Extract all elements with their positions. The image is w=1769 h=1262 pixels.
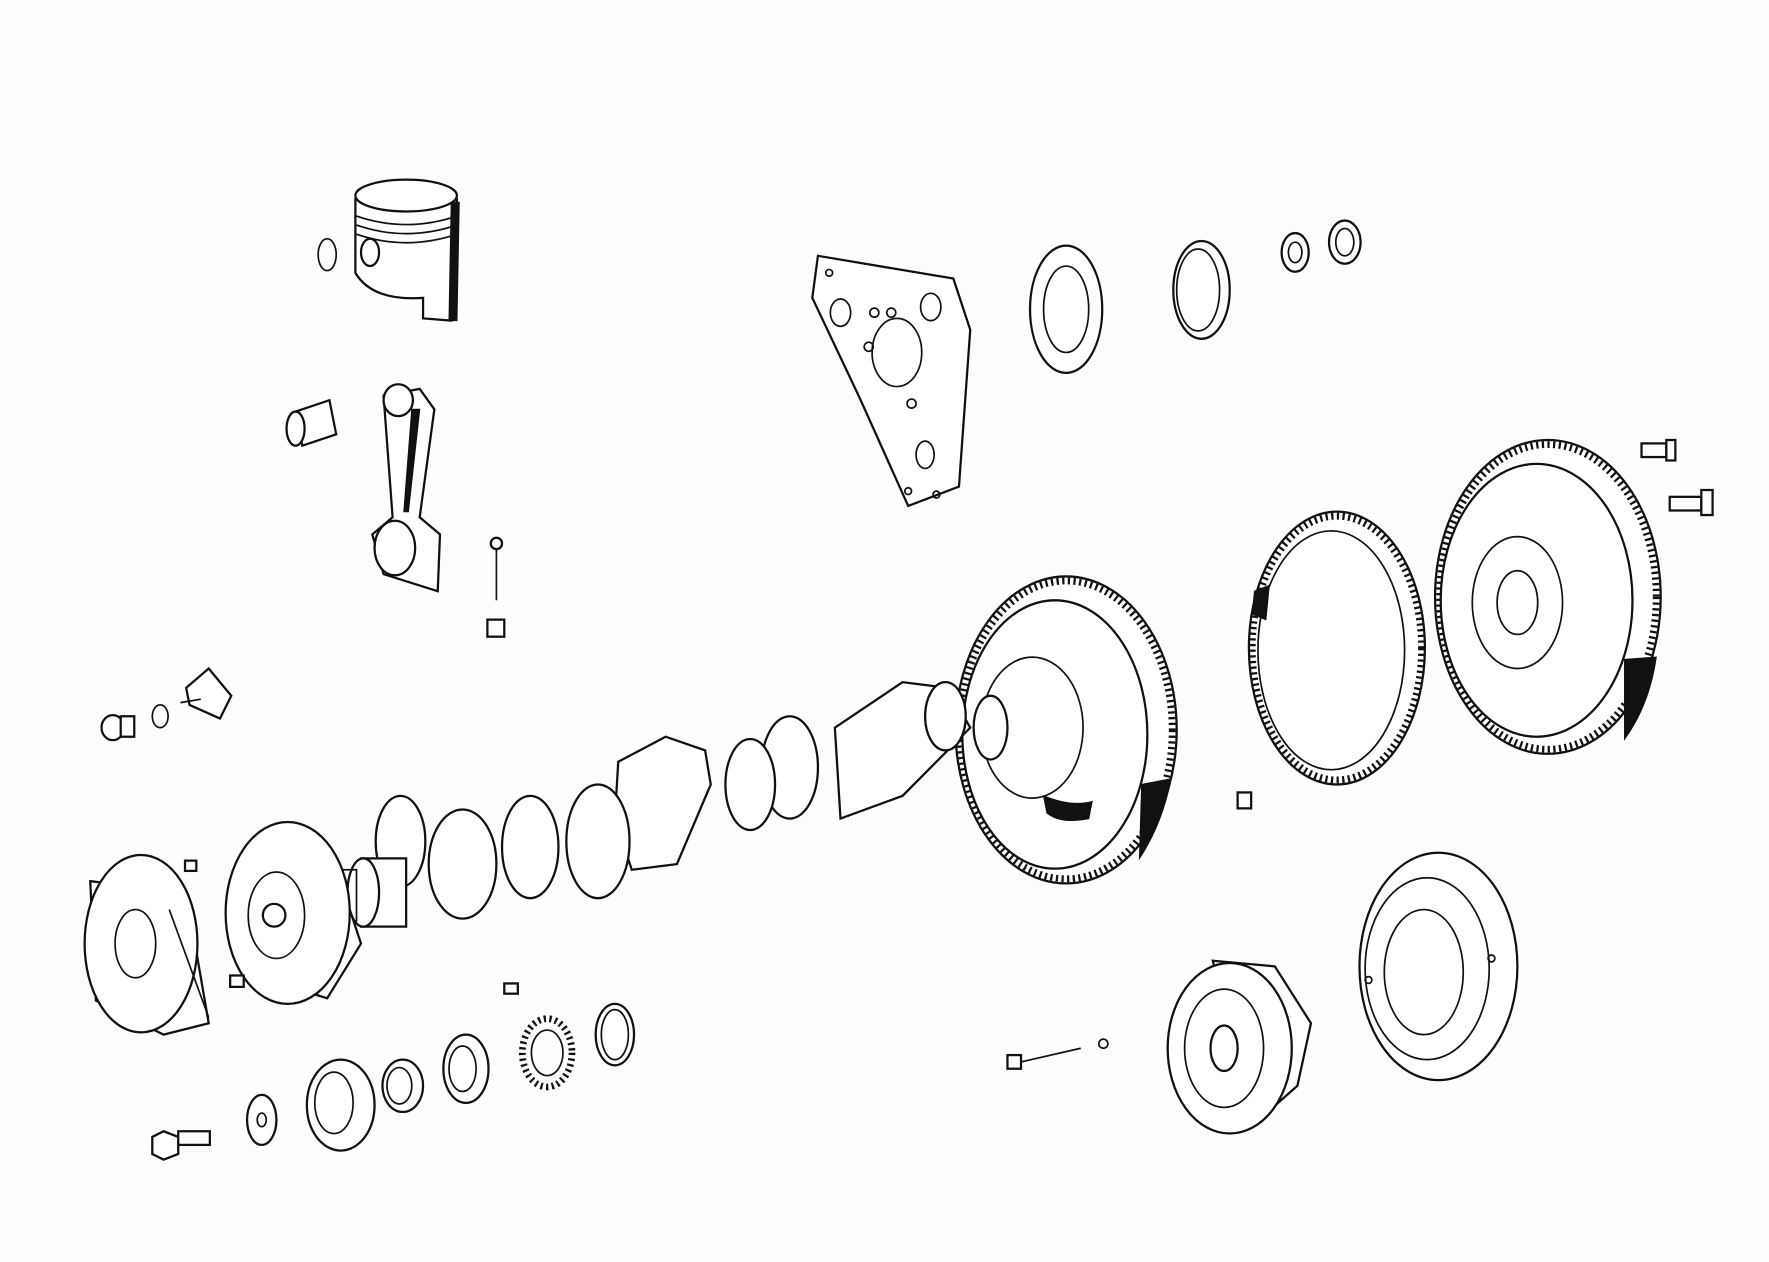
flywheel-bolt-2 [1668, 488, 1714, 517]
torsional-damper [1358, 851, 1519, 1082]
damper-hub [1166, 959, 1313, 1135]
engine-plate [811, 254, 972, 508]
drain-plug [100, 713, 136, 742]
flywheel-front [954, 575, 1178, 885]
piston [354, 178, 460, 322]
bearing-seal [1327, 219, 1362, 265]
rear-oil-seal [1172, 239, 1231, 340]
dowel-pins [183, 791, 1253, 995]
conrod-bolt [489, 536, 504, 601]
conrod-nut [486, 618, 506, 638]
spigot-bearing [1280, 231, 1310, 273]
flywheel-rear [1433, 438, 1662, 755]
pulley-washer [245, 1093, 278, 1147]
small-end-bush [285, 398, 338, 448]
flywheel-bolt-1 [1640, 438, 1677, 462]
sprocket-shim [594, 1002, 636, 1067]
damper-bolt [1006, 1047, 1081, 1070]
starter-ring-gear [1247, 510, 1427, 786]
crankshaft [339, 680, 1009, 928]
timing-degree-disc [83, 853, 211, 1036]
plug-washer [151, 704, 169, 729]
connecting-rod [371, 383, 442, 593]
timing-sprocket [518, 1015, 576, 1091]
piston-pin-circlip [317, 237, 338, 272]
front-oil-seal [305, 1058, 376, 1152]
pulley-bolt [151, 1130, 211, 1161]
crankshaft-pulley [224, 820, 363, 1006]
oil-seal-housing-gasket [1028, 244, 1104, 375]
crank-spacer [381, 1058, 425, 1114]
oil-thrower [442, 1033, 490, 1104]
lock-washer [1098, 1038, 1109, 1050]
tab-washer [180, 666, 233, 721]
